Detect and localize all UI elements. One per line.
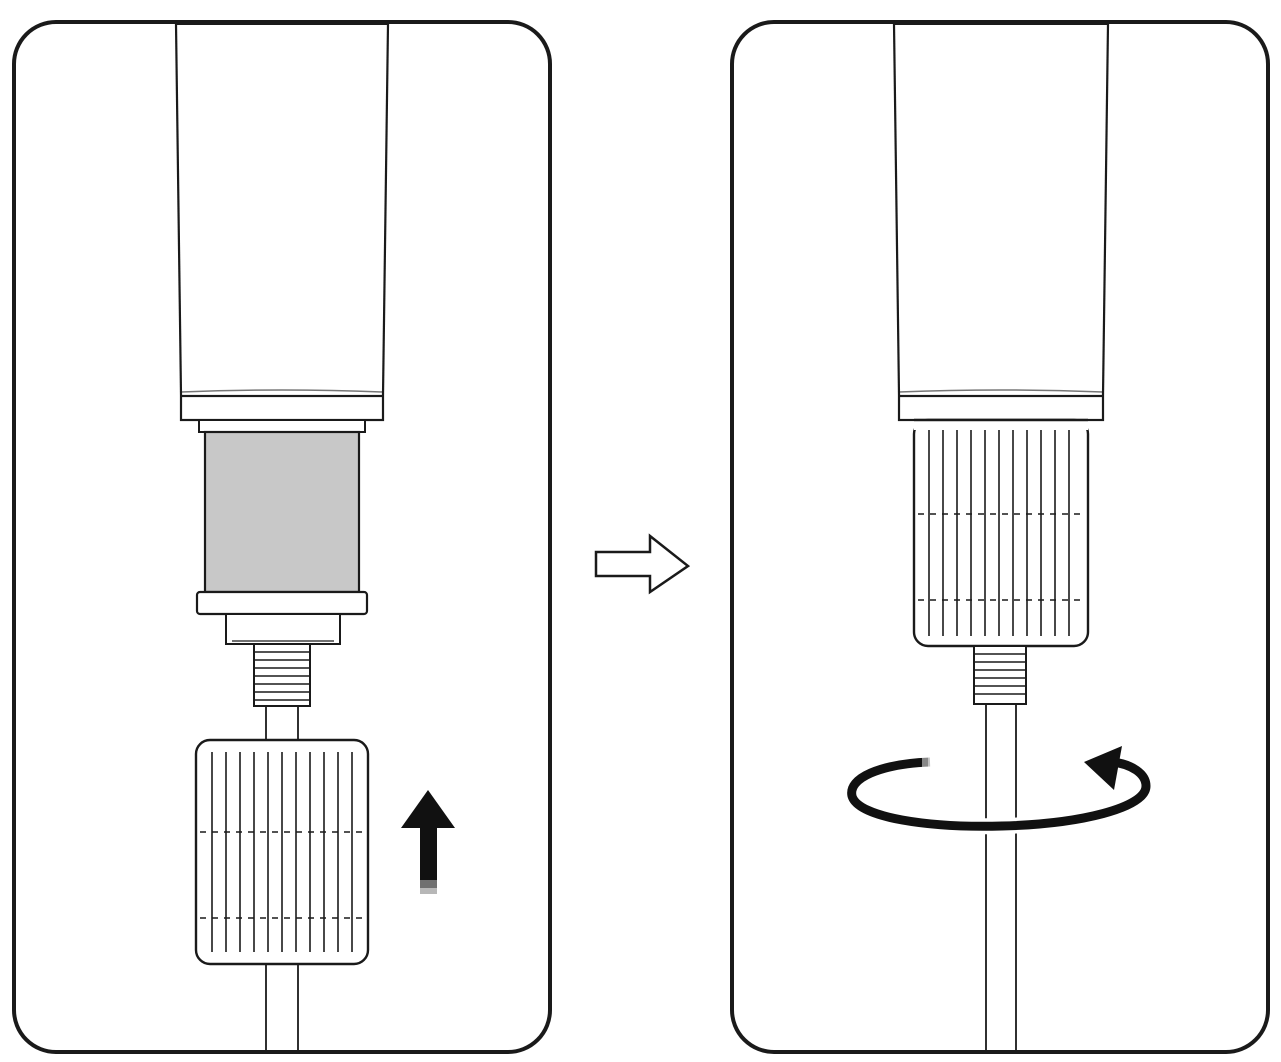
tubing xyxy=(985,704,1017,1050)
knurled-nut xyxy=(194,738,370,966)
push-up-arrow-icon xyxy=(401,790,455,894)
tube xyxy=(892,23,1110,422)
next-step-arrow-icon xyxy=(594,533,691,595)
panel-step-2 xyxy=(730,20,1270,1054)
knurled-nut xyxy=(912,418,1090,648)
adapter xyxy=(195,419,369,645)
panel-step-1 xyxy=(12,20,552,1054)
threaded-connector xyxy=(973,645,1027,705)
rotate-arrow-icon xyxy=(843,746,1155,835)
threaded-connector xyxy=(253,643,311,707)
